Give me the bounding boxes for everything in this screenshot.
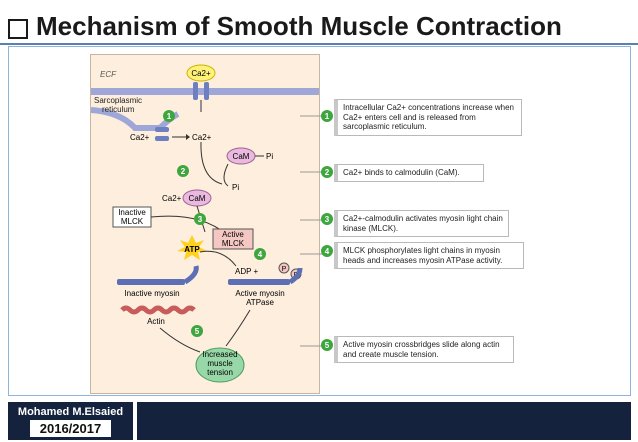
inactive-myosin-label: Inactive myosin xyxy=(124,289,179,298)
list-step-5-num: 5 xyxy=(325,341,330,350)
phosphate-1-label: P xyxy=(282,266,287,273)
active-mlck-l1: Active xyxy=(222,230,244,239)
step-3-text: Ca2+-calmodulin activates myosin light c… xyxy=(334,210,509,237)
sr-label-1: Sarcoplasmic xyxy=(94,96,142,105)
footer-bar xyxy=(137,402,631,440)
tension-l2: muscle xyxy=(207,359,233,368)
title-underline xyxy=(0,43,638,45)
active-myosin-l2: ATPase xyxy=(246,298,274,307)
ca-sr-left: Ca2+ xyxy=(130,133,150,142)
arrow-pi-release xyxy=(223,163,229,187)
diagram-step-4-marker xyxy=(254,248,266,260)
step-4-text: MLCK phosphorylates light chains in myos… xyxy=(334,242,524,269)
tension-l3: tension xyxy=(207,368,233,377)
tension-oval xyxy=(195,347,245,383)
ca-ion-top xyxy=(186,64,216,82)
step-2: Ca2+ binds to calmodulin (CaM). xyxy=(334,164,484,182)
checkbox-bullet-icon xyxy=(8,19,28,39)
arrow-to-cam xyxy=(200,141,223,185)
diagram-step-3-marker xyxy=(194,213,206,225)
arrow-atp xyxy=(199,250,237,267)
list-step-2-num: 2 xyxy=(325,168,330,177)
active-myosin-head xyxy=(288,267,303,285)
diagram-step-3-num: 3 xyxy=(198,215,203,224)
sr-label-2: reticulum xyxy=(102,105,135,114)
pi-label-1: Pi xyxy=(266,152,273,161)
list-step-1-marker xyxy=(321,110,333,122)
channel-right xyxy=(204,82,209,100)
step-5: Active myosin crossbridges slide along a… xyxy=(334,336,514,363)
diagram-step-5-marker xyxy=(191,325,203,337)
step-3: Ca2+-calmodulin activates myosin light c… xyxy=(334,210,509,237)
inactive-mlck-l1: Inactive xyxy=(118,208,146,217)
title-bar: Mechanism of Smooth Muscle Contraction xyxy=(0,6,638,42)
arrow-actin-tension xyxy=(159,327,201,353)
ca-cam-label: CaM xyxy=(189,194,206,203)
active-mlck-box xyxy=(212,228,254,250)
step-1: Intracellular Ca2+ concentrations increa… xyxy=(334,99,522,136)
slide-title: Mechanism of Smooth Muscle Contraction xyxy=(36,11,562,41)
list-step-4-marker xyxy=(321,245,333,257)
sr-channel-bottom xyxy=(155,136,169,141)
list-step-3-marker xyxy=(321,213,333,225)
phosphate-1 xyxy=(278,262,290,274)
list-step-5-marker xyxy=(321,339,333,351)
active-myosin-shaft xyxy=(228,279,290,285)
step-1-text: Intracellular Ca2+ concentrations increa… xyxy=(334,99,522,136)
diagram-step-1-num: 1 xyxy=(167,112,172,121)
pi-label-2: Pi xyxy=(232,183,239,192)
ca-ion-top-label: Ca2+ xyxy=(191,69,211,78)
diagram-step-2-marker xyxy=(177,165,189,177)
diagram-step-4-num: 4 xyxy=(258,250,263,259)
list-step-3-num: 3 xyxy=(325,215,330,224)
active-myosin-l1: Active myosin xyxy=(235,289,284,298)
inactive-myosin-shaft xyxy=(117,279,185,285)
actin-label: Actin xyxy=(147,317,165,326)
footer-year: 2016/2017 xyxy=(29,420,112,437)
active-mlck-l2: MLCK xyxy=(222,239,245,248)
footer-author-block: Mohamed M.Elsaied 2016/2017 xyxy=(8,402,133,440)
cam-pi-label: CaM xyxy=(233,152,250,161)
step-2-text: Ca2+ binds to calmodulin (CaM). xyxy=(334,164,484,182)
footer-author: Mohamed M.Elsaied xyxy=(17,406,124,418)
list-step-2-marker xyxy=(321,166,333,178)
sr-channel-top xyxy=(155,127,169,132)
atp-label: ATP xyxy=(184,245,200,254)
step-4: MLCK phosphorylates light chains in myos… xyxy=(334,242,524,269)
inactive-myosin-head xyxy=(183,265,199,285)
diagram-step-2-num: 2 xyxy=(181,167,186,176)
diagram-step-5-num: 5 xyxy=(195,327,200,336)
ca-sr-right: Ca2+ xyxy=(192,133,212,142)
list-step-4-num: 4 xyxy=(325,247,330,256)
channel-left xyxy=(193,82,198,100)
adp-label: ADP + xyxy=(235,267,259,276)
actin-filament xyxy=(120,305,196,315)
diagram-step-1-marker xyxy=(163,110,175,122)
atp-burst-icon xyxy=(177,235,207,260)
tension-l1: Increased xyxy=(202,350,237,359)
ca-cam-ca: Ca2+ xyxy=(162,194,182,203)
step-5-text: Active myosin crossbridges slide along a… xyxy=(334,336,514,363)
inactive-mlck-l2: MLCK xyxy=(121,217,144,226)
ecf-label: ECF xyxy=(100,70,117,79)
arrowhead-sr xyxy=(186,134,190,140)
list-step-1-num: 1 xyxy=(325,112,330,121)
arrow-myosin-tension xyxy=(225,309,251,347)
